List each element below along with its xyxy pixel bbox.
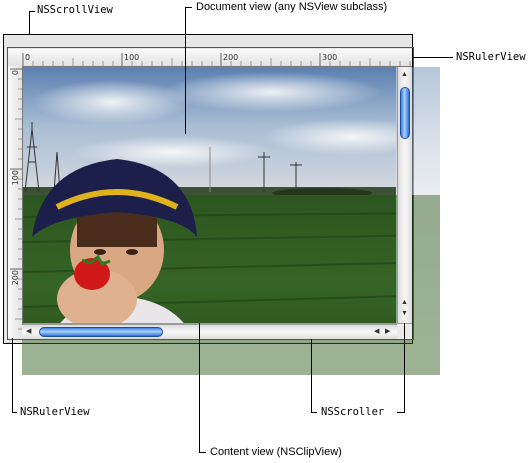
v-ruler-label: 0 bbox=[11, 70, 20, 76]
label-nsrulerview-top: NSRulerView bbox=[456, 51, 526, 63]
label-content-view: Content view (NSClipView) bbox=[210, 446, 342, 458]
v-ruler-label: 200 bbox=[11, 270, 20, 286]
callout-line-document-view bbox=[185, 7, 192, 8]
scroll-up-arrow-icon[interactable]: ▲ bbox=[401, 71, 408, 78]
horizontal-scroller-knob[interactable] bbox=[39, 327, 163, 337]
h-ruler-label: 0 bbox=[25, 53, 31, 62]
scroll-up-arrow-icon[interactable]: ▲ bbox=[401, 299, 408, 306]
callout-line-nsscroller bbox=[397, 412, 405, 413]
vertical-ruler-ticks bbox=[10, 68, 22, 330]
document-photo bbox=[22, 67, 396, 323]
callout-line-nsscroller bbox=[311, 339, 312, 412]
horizontal-ruler: 0 100 200 300 bbox=[8, 49, 412, 67]
callout-line-nsscroller bbox=[311, 412, 317, 413]
scroll-down-arrow-icon[interactable]: ▼ bbox=[401, 310, 408, 317]
callout-line-scrollview bbox=[29, 11, 35, 12]
vertical-scroller-knob[interactable] bbox=[400, 87, 410, 139]
callout-line-scrollview bbox=[29, 11, 30, 34]
scroll-left-arrow-icon[interactable]: ◀ bbox=[374, 328, 380, 335]
h-ruler-label: 200 bbox=[223, 53, 239, 62]
label-document-view: Document view (any NSView subclass) bbox=[196, 1, 388, 13]
callout-line-document-view bbox=[185, 7, 186, 134]
label-nsscrollview: NSScrollView bbox=[37, 4, 113, 16]
vertical-ruler: 0 100 200 bbox=[8, 66, 23, 338]
horizontal-scroller[interactable]: ◀ ◀ ▶ bbox=[22, 324, 397, 339]
callout-line-ruler-bottom bbox=[12, 338, 13, 413]
callout-line-ruler-bottom bbox=[12, 412, 17, 413]
v-ruler-label: 100 bbox=[11, 170, 20, 186]
scroll-right-arrow-icon[interactable]: ▶ bbox=[385, 328, 391, 335]
document-view bbox=[22, 67, 396, 323]
callout-line-ruler-top bbox=[413, 57, 453, 58]
vertical-scroller[interactable]: ▲ ▲ ▼ bbox=[397, 67, 412, 323]
label-nsscroller: NSScroller bbox=[321, 406, 385, 418]
horizontal-ruler-ticks bbox=[22, 53, 411, 66]
label-nsrulerview-bottom: NSRulerView bbox=[20, 406, 90, 418]
callout-line-nsscroller bbox=[404, 323, 405, 412]
scroll-left-arrow-icon[interactable]: ◀ bbox=[26, 328, 32, 335]
h-ruler-label: 300 bbox=[322, 53, 338, 62]
callout-line-content-view bbox=[199, 323, 200, 453]
callout-line-content-view bbox=[199, 452, 206, 453]
h-ruler-label: 100 bbox=[124, 53, 140, 62]
